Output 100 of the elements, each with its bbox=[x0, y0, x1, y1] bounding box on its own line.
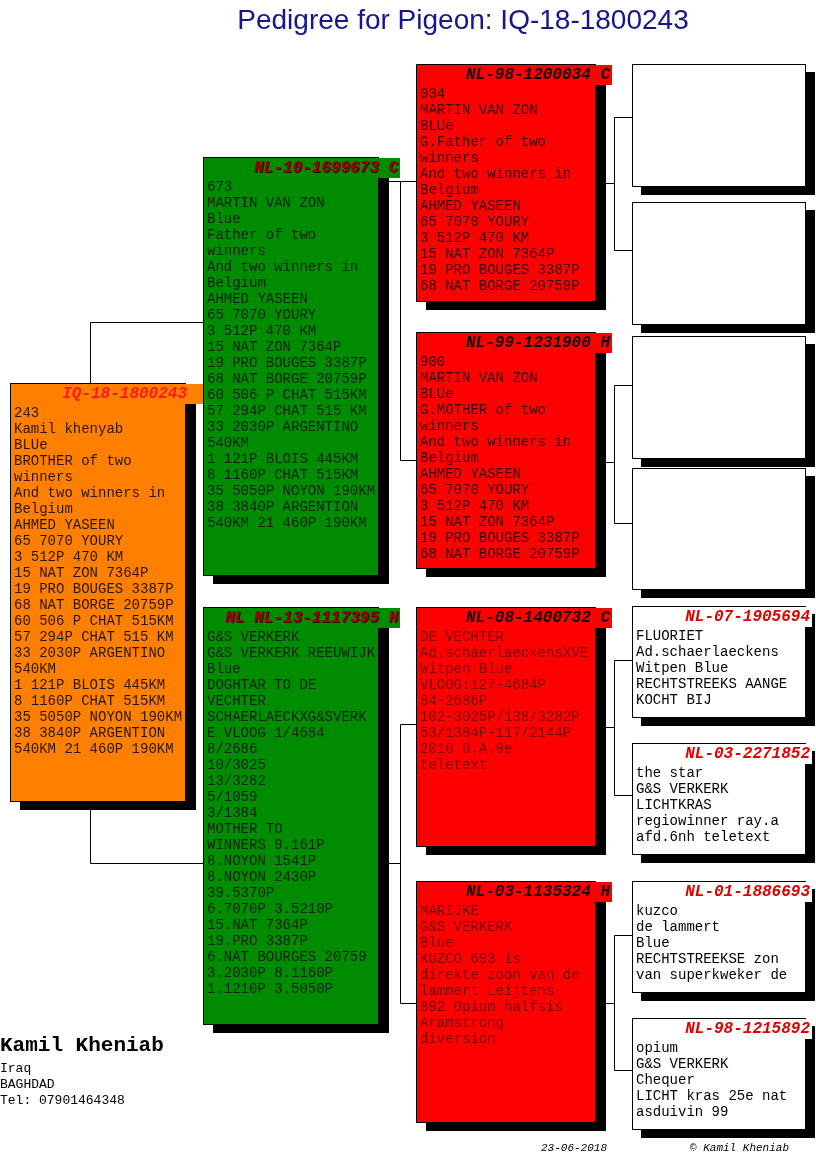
pigeon-detail: G&S VERKERK bbox=[207, 629, 300, 645]
pigeon-detail: 3.2030P 8.1160P bbox=[207, 965, 334, 981]
connector-line bbox=[605, 1003, 633, 1071]
empty-card bbox=[632, 64, 815, 195]
pigeon-detail: Blue bbox=[207, 661, 241, 677]
pigeon-detail: Witpen Blue bbox=[636, 660, 729, 676]
pigeon-detail: 1 121P BLOIS 445KM bbox=[14, 677, 166, 693]
pigeon-detail: G&S VERKERK REEUWIJK bbox=[207, 645, 376, 661]
connector-line bbox=[388, 863, 417, 1004]
pigeon-detail: 35 5050P NOYON 190KM bbox=[14, 709, 183, 725]
pigeon-detail: 68 NAT BORGE 20759P bbox=[207, 371, 367, 387]
pigeon-detail: Chequer bbox=[636, 1072, 695, 1088]
pigeon-detail: lammert Leijtens bbox=[420, 983, 555, 999]
pigeon-detail: 39.5370P bbox=[207, 885, 275, 901]
pigeon-detail: 3 512P 470 KM bbox=[14, 549, 124, 565]
pigeon-detail: opium bbox=[636, 1040, 678, 1056]
connector-line bbox=[90, 322, 204, 384]
pigeon-detail: 68 NAT BORGE 20759P bbox=[420, 546, 580, 562]
pigeon-detail: 57 294P CHAT 515 KM bbox=[14, 629, 174, 645]
pedigree-card bbox=[632, 743, 815, 863]
pigeon-detail: 892 Opium halfsis bbox=[420, 999, 563, 1015]
pigeon-detail: Ad.schaerlaeckensXVE bbox=[420, 645, 589, 661]
pigeon-detail: 38 3840P ARGENTION 540KM 21 460P 190KM bbox=[14, 725, 175, 757]
pigeon-detail: And two winners in Belgium bbox=[420, 434, 573, 466]
pigeon-detail: 1 121P BLOIS 445KM bbox=[207, 451, 359, 467]
pigeon-detail: AHMED YASEEN bbox=[14, 517, 115, 533]
pigeon-detail: 15.NAT 7364P bbox=[207, 917, 308, 933]
pigeon-detail: LICHT kras 25e nat asduivin 99 bbox=[636, 1088, 789, 1120]
pigeon-detail: Blue bbox=[420, 935, 454, 951]
owner-name: Kamil Kheniab bbox=[0, 1034, 164, 1058]
pigeon-detail: G&S VERKERK bbox=[420, 919, 513, 935]
pigeon-detail: BLUe bbox=[420, 118, 454, 134]
pigeon-detail: 10/3025 bbox=[207, 757, 266, 773]
empty-card bbox=[632, 202, 815, 333]
pigeon-detail: 65 7070 YOURY bbox=[207, 307, 317, 323]
pigeon-detail: 8.NOYON 1541P bbox=[207, 853, 317, 869]
pigeon-detail: 243 bbox=[14, 405, 40, 421]
pigeon-detail: MARIJKE bbox=[420, 903, 479, 919]
pigeon-detail: 8.NOYON 2430P bbox=[207, 869, 317, 885]
pigeon-detail: 8 1160P CHAT 515KM bbox=[14, 693, 166, 709]
pigeon-detail: Witpen Blue bbox=[420, 661, 513, 677]
pigeon-detail: 19 PRO BOUGES 3387P bbox=[420, 530, 580, 546]
pigeon-detail: Ad.schaerlaeckens bbox=[636, 644, 779, 660]
pigeon-detail: Blue bbox=[207, 211, 241, 227]
pigeon-detail: And two winners in Belgium bbox=[420, 166, 573, 198]
pigeon-detail: MARTIN VAN ZON bbox=[420, 370, 538, 386]
pigeon-detail: direkte zoon van de bbox=[420, 967, 580, 983]
pigeon-detail: VLOOG:127-4684P bbox=[420, 677, 547, 693]
pigeon-detail: MARTIN VAN ZON bbox=[207, 195, 325, 211]
pigeon-detail: 6.7070P 3.5210P bbox=[207, 901, 334, 917]
pigeon-detail: 60 506 P CHAT 515KM bbox=[14, 613, 174, 629]
pigeon-detail: BLUe bbox=[14, 437, 48, 453]
pigeon-detail: 15 NAT ZON 7364P bbox=[420, 514, 555, 530]
pigeon-detail: 68 NAT BORGE 20759P bbox=[420, 278, 580, 294]
pigeon-detail: MARTIN VAN ZON bbox=[420, 102, 538, 118]
pigeon-detail: the star bbox=[636, 765, 704, 781]
pigeon-detail: 65 7070 YOURY bbox=[420, 482, 530, 498]
pigeon-detail: AHMED YASEEN bbox=[420, 466, 521, 482]
connector-line bbox=[605, 183, 633, 251]
pigeon-detail: 53/1384P-117/2144P bbox=[420, 725, 572, 741]
pedigree-card bbox=[632, 606, 815, 726]
connector-line bbox=[605, 462, 633, 524]
pigeon-detail: 3 512P 470 KM bbox=[420, 498, 530, 514]
chart-title: Pedigree for Pigeon: IQ-18-1800243 bbox=[237, 3, 689, 37]
pigeon-detail: 19 PRO BOUGES 3387P bbox=[14, 581, 174, 597]
pigeon-detail: FLUORIET bbox=[636, 628, 704, 644]
pigeon-detail: Father of two winners bbox=[207, 227, 318, 259]
pigeon-detail: 3 512P 470 KM bbox=[420, 230, 530, 246]
pigeon-detail: 8/2686 bbox=[207, 741, 258, 757]
pigeon-detail: BLUe bbox=[420, 386, 454, 402]
pigeon-detail: LICHTKRAS bbox=[636, 797, 712, 813]
pigeon-detail: G&S VERKERK bbox=[636, 1056, 729, 1072]
pigeon-detail: G.Father of two winners bbox=[420, 134, 548, 166]
pigeon-detail: 65 7070 YOURY bbox=[14, 533, 124, 549]
pigeon-detail: 19.PRO 3387P bbox=[207, 933, 308, 949]
pigeon-detail: BROTHER of two winners bbox=[14, 453, 133, 485]
phone-number: Tel: 07901464348 bbox=[0, 1093, 125, 1109]
pigeon-detail: And two winners in Belgium bbox=[14, 485, 167, 517]
pigeon-detail: 2010 0.A.9e bbox=[420, 741, 513, 757]
pigeon-detail: 84-2686P bbox=[420, 693, 488, 709]
pigeon-detail: SCHAERLAECKXG&SVERK E VLOOG 1/4684 bbox=[207, 709, 368, 741]
pigeon-detail: 38 3840P ARGENTION 540KM 21 460P 190KM bbox=[207, 499, 368, 531]
pigeon-detail: AHMED YASEEN bbox=[420, 198, 521, 214]
pigeon-detail: 13/3282 bbox=[207, 773, 266, 789]
pigeon-detail: 6.NAT BOURGES 20759 bbox=[207, 949, 367, 965]
pigeon-detail: afd.6nh teletext bbox=[636, 829, 771, 845]
pigeon-detail: 034 bbox=[420, 86, 446, 102]
address-line: BAGHDAD bbox=[0, 1077, 55, 1093]
pigeon-detail: 15 NAT ZON 7364P bbox=[420, 246, 555, 262]
pigeon-detail: RECHTSTREEKSE zon van superkweker de bbox=[636, 951, 789, 983]
pigeon-detail: de lammert bbox=[636, 919, 720, 935]
pigeon-detail: DOGHTAR TO DE VECHTER bbox=[207, 677, 318, 709]
copyright-note: © Kamil Kheniab bbox=[690, 1141, 790, 1155]
pigeon-detail: KUZCO 693 is bbox=[420, 951, 521, 967]
pigeon-detail: 1.1210P 3.5050P bbox=[207, 981, 334, 997]
pigeon-detail: AHMED YASEEN bbox=[207, 291, 308, 307]
pigeon-detail: 19 PRO BOUGES 3387P bbox=[207, 355, 367, 371]
pigeon-detail: 15 NAT ZON 7364P bbox=[207, 339, 342, 355]
pigeon-detail: G&S VERKERK bbox=[636, 781, 729, 797]
pigeon-detail: diversion bbox=[420, 1031, 496, 1047]
